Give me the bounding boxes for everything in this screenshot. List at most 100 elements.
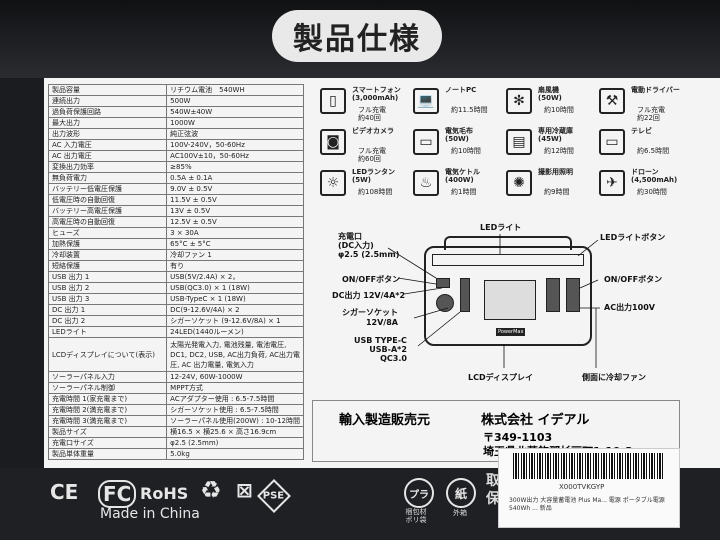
appliance-name: 扇風機 (50W) (538, 86, 562, 102)
spec-key: 充電時間 3(満充電まで) (47, 415, 168, 427)
appliance-item: ▭電気毛布 (50W)約10時間 (411, 125, 503, 163)
spec-key: LEDライト (47, 326, 168, 338)
sticker-description: 300W出力 大容量蓄電池 Plus Ma... 電源 ポータブル電源 540W… (509, 497, 665, 512)
spec-key: 製品容量 (47, 84, 168, 96)
device-diagram: PowerMax LEDライト LEDライトボタン 充電口 (DC入力) φ2.… (318, 208, 690, 386)
appliance-runtime: 約12時間 (544, 147, 574, 155)
spec-value: φ2.5 (2.5mm) (166, 437, 304, 449)
drone-icon: ✈ (599, 170, 625, 196)
drill-icon: ⚒ (599, 88, 625, 114)
appliance-name: LEDランタン (5W) (352, 168, 396, 184)
spec-key: ヒューズ (47, 227, 168, 239)
spec-row: 充電時間 1(家充電まで)ACアダプター使用 : 6.5-7.5時間 (47, 393, 304, 405)
appliance-runtime: フル充電 約40回 (358, 106, 386, 122)
appliance-item: ◙ビデオカメラフル充電 約60回 (318, 125, 410, 163)
fridge-icon: ▤ (506, 129, 532, 155)
plastic-caption: 梱包材 ポリ袋 (405, 508, 427, 524)
fc-mark-icon: FC (98, 480, 137, 508)
onoff-right-label: ON/OFFボタン (604, 275, 663, 284)
appliance-item: ✈ドローン (4,500mAh)約30時間 (597, 166, 689, 204)
spec-value: 9.0V ± 0.5V (166, 183, 304, 195)
page-title: 製品仕様 (272, 10, 442, 62)
pse-text: PSE (263, 490, 285, 502)
spec-value: 0.5A ± 0.1A (166, 172, 304, 184)
spec-key: 最大出力 (47, 117, 168, 129)
appliance-name: 撮影用照明 (538, 168, 573, 176)
appliance-runtime: 約11.5時間 (451, 106, 488, 114)
appliance-name: 電動ドライバー (631, 86, 680, 94)
recycle-icon: ♻ (200, 476, 222, 504)
photo-light-icon: ✺ (506, 170, 532, 196)
appliance-runtime: 約6.5時間 (637, 147, 670, 155)
spec-key: 冷却装置 (47, 249, 168, 261)
spec-value: 65°C ± 5°C (166, 238, 304, 250)
spec-value: USB-TypeC × 1 (18W) (166, 293, 304, 305)
appliance-runtime: 約10時間 (451, 147, 481, 155)
spec-key: 製品サイズ (47, 426, 168, 438)
appliance-item: ▤専用冷蔵庫 (45W)約12時間 (504, 125, 596, 163)
lantern-icon: ☼ (320, 170, 346, 196)
lcd-label: LCDディスプレイ (468, 373, 534, 382)
appliance-name: 電気毛布 (50W) (445, 127, 473, 143)
appliance-runtime: 約108時間 (358, 188, 393, 196)
appliance-item: ▯スマートフォン (3,000mAh)フル充電 約40回 (318, 84, 410, 122)
rohs-mark-icon: RoHS (140, 484, 189, 503)
kettle-icon: ♨ (413, 170, 439, 196)
spec-key: 充電時間 2(満充電まで) (47, 404, 168, 416)
spec-row: 変換出力効率≥85% (47, 161, 304, 173)
appliance-item: ✻扇風機 (50W)約10時間 (504, 84, 596, 122)
spec-row: LCDディスプレイについて(表示)太陽光発電入力, 電池残量, 電池電圧, DC… (47, 337, 304, 372)
appliance-runtime: 約1時間 (451, 188, 477, 196)
appliance-item: ⚒ 電動ドライバーフル充電 約22回 (597, 84, 689, 122)
ac-outlet (546, 278, 560, 312)
appliance-item: ▭テレビ約6.5時間 (597, 125, 689, 163)
spec-value: AC100V±10，50-60Hz (166, 150, 304, 162)
spec-value: 純正弦波 (166, 128, 304, 140)
spec-key: 変換出力効率 (47, 161, 168, 173)
appliance-runtime: フル充電 約22回 (637, 106, 665, 122)
spec-key: 過負荷保護回路 (47, 106, 168, 118)
spec-key: USB 出力 1 (47, 271, 168, 283)
spec-value: シガーソケット (9-12.6V/8A) × 1 (166, 315, 304, 327)
device-handle (444, 236, 572, 250)
brand-label: PowerMax (496, 328, 526, 336)
spec-value: 太陽光発電入力, 電池残量, 電池電圧, DC1, DC2, USB, AC出力… (166, 337, 304, 372)
made-in-text: Made in China (100, 506, 200, 522)
spec-key: 充電口サイズ (47, 437, 168, 449)
appliance-name: 電気ケトル (400W) (445, 168, 480, 184)
barcode-number: X000TVKGYP (559, 483, 605, 491)
paper-recycle-icon: 紙 (446, 478, 476, 508)
cigar-socket (436, 294, 454, 312)
dc-port (436, 278, 450, 288)
spec-value: USB(5V/2.4A) × 2， (166, 271, 304, 283)
appliance-item: ☼ LEDランタン (5W) 約108時間 (318, 166, 410, 204)
ac-outlet (566, 278, 580, 312)
spec-key: USB 出力 3 (47, 293, 168, 305)
spec-key: 連続出力 (47, 95, 168, 107)
spec-row: 充電時間 3(満充電まで)ソーラーパネル使用(200W) : 10-12時間 (47, 415, 304, 427)
smartphone-icon: ▯ (320, 88, 346, 114)
importer-zip: 〒349-1103 (483, 431, 553, 444)
weee-bin-icon: ⊠ (236, 478, 253, 502)
spec-value: 13V ± 0.5V (166, 205, 304, 217)
spec-key: LCDディスプレイについて(表示) (47, 337, 168, 372)
spec-key: AC 出力電圧 (47, 150, 168, 162)
spec-row: 充電時間 2(満充電まで)シガーソケット使用 : 6.5-7.5時間 (47, 404, 304, 416)
appliance-runtime: フル充電 約60回 (358, 147, 386, 163)
spec-key: 加熱保護 (47, 238, 168, 250)
